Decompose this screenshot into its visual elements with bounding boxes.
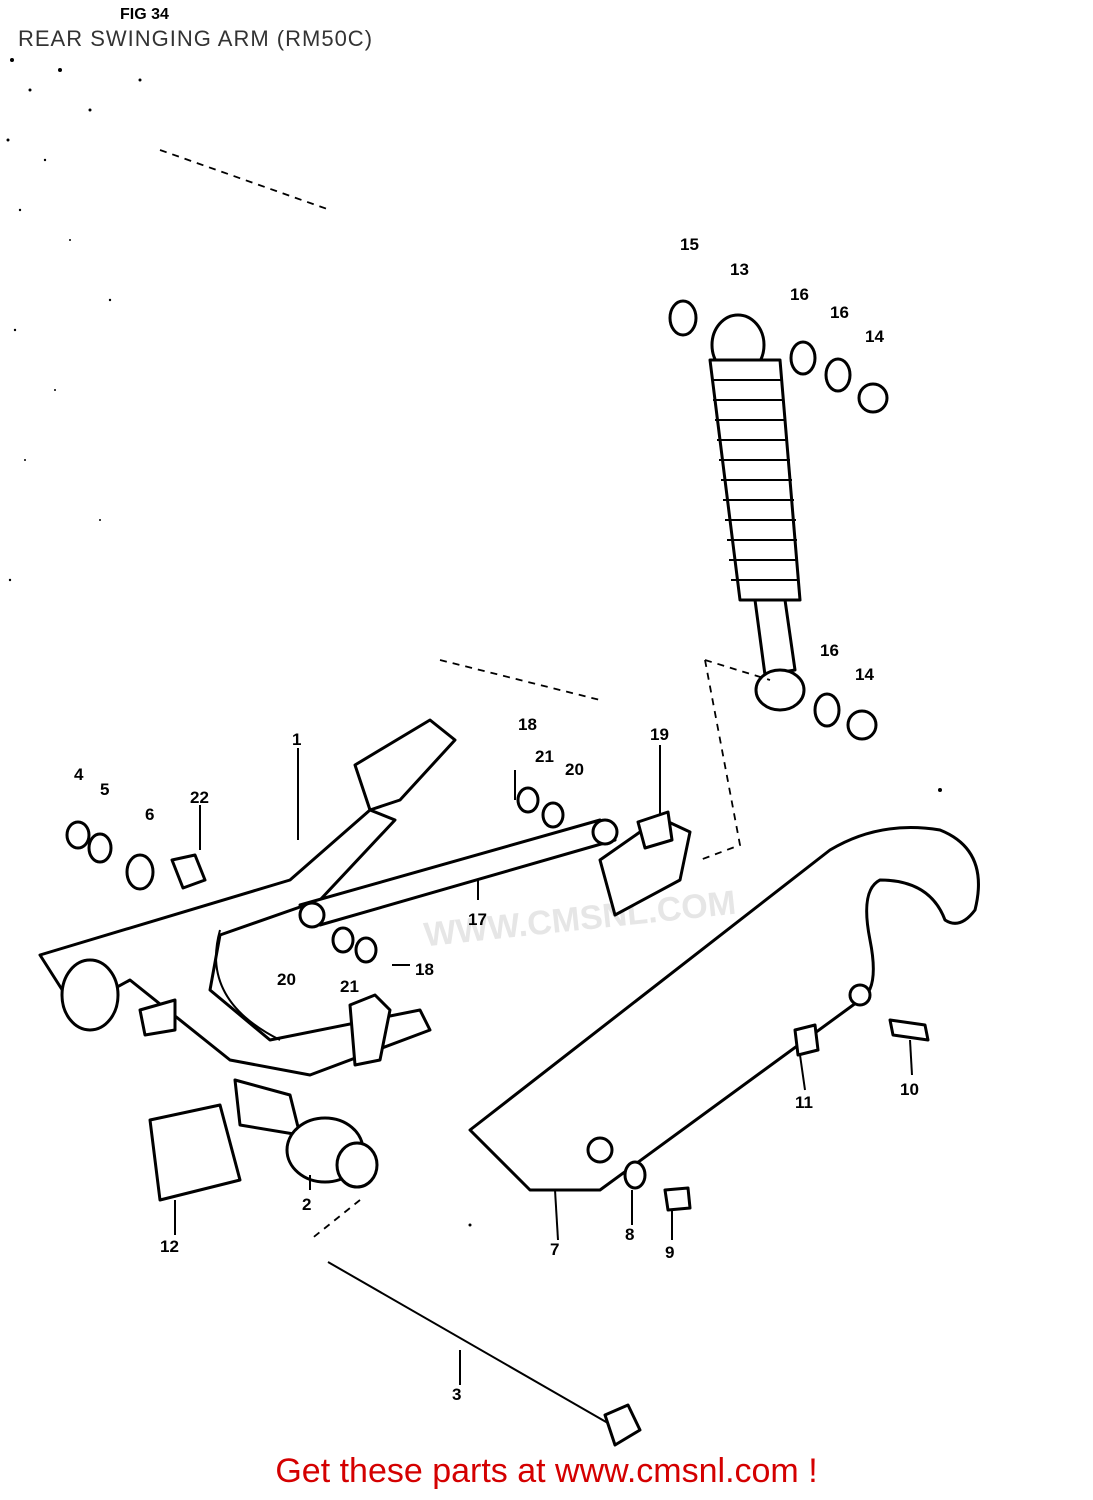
callout-labels: 1 2 3 4 5 6 7 8 9 10 11 12 13 14 14 15 1… [74, 235, 919, 1404]
callout-21b: 21 [340, 977, 359, 996]
bushings [148, 1078, 379, 1202]
callout-13: 13 [730, 260, 749, 279]
pivot-shaft [327, 1261, 642, 1447]
nuts-middle [331, 786, 674, 964]
callout-22: 22 [190, 788, 209, 807]
callout-1: 1 [292, 730, 301, 749]
callout-12: 12 [160, 1237, 179, 1256]
callout-21a: 21 [535, 747, 554, 766]
callout-19: 19 [650, 725, 669, 744]
callout-7: 7 [550, 1240, 559, 1259]
washers-left [65, 820, 207, 891]
rear-shock [668, 299, 889, 741]
callout-3: 3 [452, 1385, 461, 1404]
callout-16b: 16 [830, 303, 849, 322]
guide-lines [159, 149, 771, 1241]
callout-20a: 20 [565, 760, 584, 779]
callout-4: 4 [74, 765, 84, 784]
diagram-title: REAR SWINGING ARM (RM50C) [18, 26, 374, 51]
callout-8: 8 [625, 1225, 634, 1244]
chain-case [468, 826, 980, 1212]
figure-number: FIG 34 [120, 6, 169, 23]
callout-17: 17 [468, 910, 487, 929]
callout-11: 11 [795, 1093, 813, 1112]
callout-14a: 14 [865, 327, 884, 346]
callout-15: 15 [680, 235, 699, 254]
callout-14b: 14 [855, 665, 874, 684]
callout-16a: 16 [790, 285, 809, 304]
callout-16c: 16 [820, 641, 839, 660]
callout-5: 5 [100, 780, 109, 799]
callout-18a: 18 [518, 715, 537, 734]
swing-arm [38, 718, 457, 1077]
callout-2: 2 [302, 1195, 311, 1214]
scan-noise [6, 58, 942, 1227]
callout-18b: 18 [415, 960, 434, 979]
leader-lines [174, 745, 913, 1385]
callout-20b: 20 [277, 970, 296, 989]
callout-6: 6 [145, 805, 154, 824]
footer-link[interactable]: Get these parts at www.cmsnl.com ! [275, 1452, 818, 1490]
callout-10: 10 [900, 1080, 919, 1099]
callout-9: 9 [665, 1243, 674, 1262]
